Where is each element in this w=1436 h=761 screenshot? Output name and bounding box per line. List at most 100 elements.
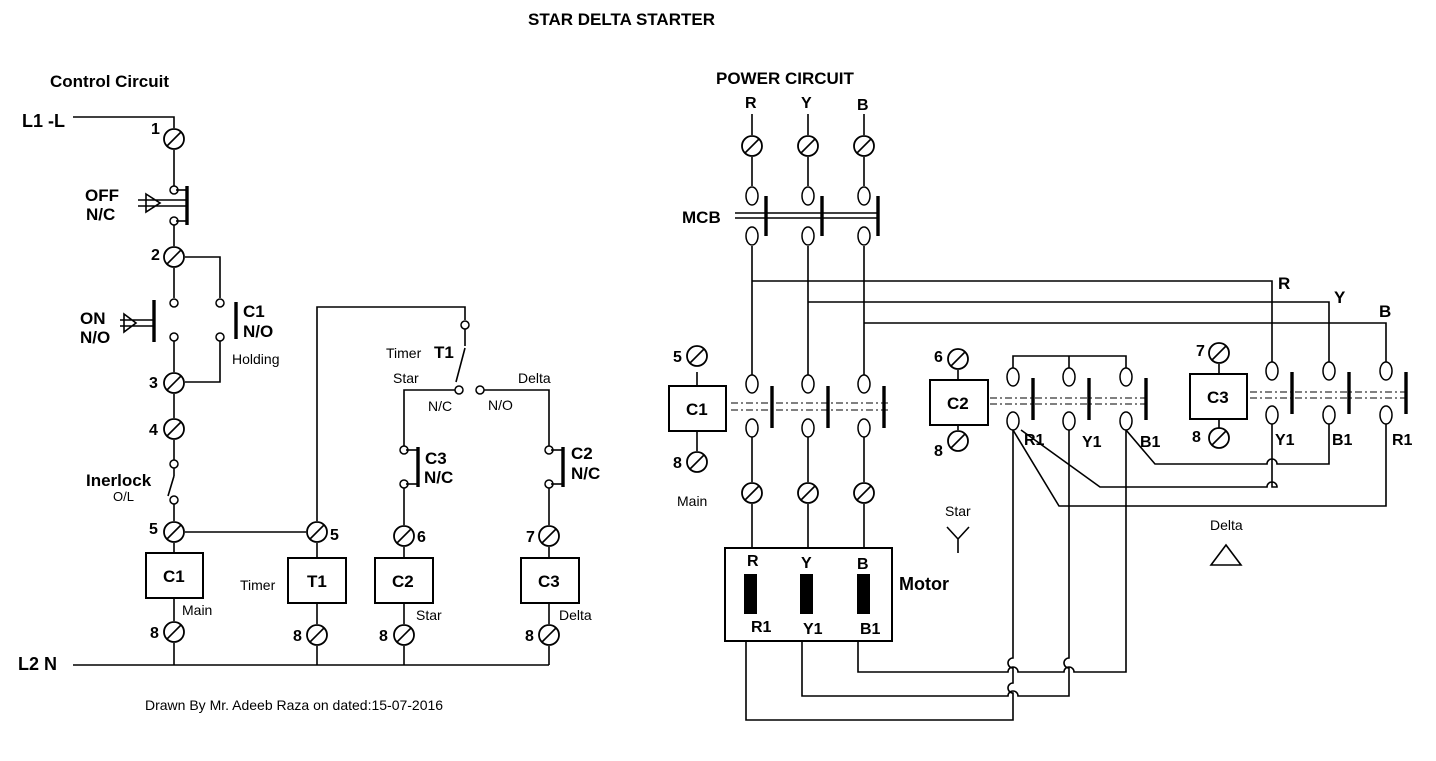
- c3-terminal-8-label: 8: [1192, 429, 1201, 446]
- terminal-8c-label: 8: [379, 628, 388, 645]
- winding-y: [800, 574, 813, 614]
- coil-c2-label: C2: [392, 572, 414, 591]
- overload-contact: [167, 459, 179, 505]
- terminal-8-t1: [306, 624, 328, 646]
- motor-terminal-b: [853, 482, 875, 504]
- terminal-1-label: 1: [151, 121, 160, 138]
- holding-no-label: N/O: [243, 322, 273, 341]
- terminal-8d-label: 8: [525, 628, 534, 645]
- coil-c1-label: C1: [163, 567, 185, 586]
- terminal-6-label: 6: [417, 529, 426, 546]
- terminal-5b-label: 5: [330, 527, 339, 544]
- phase-b-label: B: [857, 97, 869, 114]
- timer-switch: [454, 320, 485, 395]
- delta-contactor-c3: [1250, 361, 1410, 425]
- terminal-5-t1: [306, 521, 328, 543]
- terminal-6: [393, 525, 415, 547]
- c1-terminal-5-label: 5: [673, 349, 682, 366]
- terminal-2-label: 2: [151, 247, 160, 264]
- motor-label: Motor: [899, 574, 949, 594]
- c3-terminal-7: [1208, 342, 1230, 364]
- interlock-label: Inerlock: [86, 471, 152, 490]
- coil-c3-label: C3: [538, 572, 560, 591]
- terminal-2: [163, 246, 185, 268]
- terminal-5-label: 5: [149, 521, 158, 538]
- terminal-3: [163, 372, 185, 394]
- power-heading: POWER CIRCUIT: [716, 69, 855, 88]
- c3-b1-label: B1: [1332, 432, 1353, 449]
- coil-c1: [145, 552, 204, 599]
- l2-label: L2 N: [18, 654, 57, 674]
- terminal-4-label: 4: [149, 422, 158, 439]
- coil-c1-power-label: C1: [686, 400, 708, 419]
- c1-terminal-8: [686, 451, 708, 473]
- on-button: [120, 298, 179, 342]
- coil-main-label: Main: [182, 602, 212, 618]
- coil-timer-label: Timer: [240, 577, 276, 593]
- timer-switch-label: Timer: [386, 345, 422, 361]
- c3-terminal-7-label: 7: [1196, 343, 1205, 360]
- coil-star-label: Star: [416, 607, 442, 623]
- c3-interlock-label: C3: [425, 449, 447, 468]
- holding-c1-label: C1: [243, 302, 265, 321]
- mcb-label: MCB: [682, 208, 721, 227]
- c1-main-label: Main: [677, 493, 707, 509]
- terminal-8-c2: [393, 624, 415, 646]
- c3-y1-label: Y1: [1275, 432, 1295, 449]
- terminal-3-label: 3: [149, 375, 158, 392]
- c3-terminal-8: [1208, 427, 1230, 449]
- motor-terminal-y: [797, 482, 819, 504]
- supply-terminal-b: [853, 135, 875, 157]
- control-heading: Control Circuit: [50, 72, 169, 91]
- terminal-8a-label: 8: [150, 625, 159, 642]
- coil-c3-power-label: C3: [1207, 388, 1229, 407]
- footer-credit: Drawn By Mr. Adeeb Raza on dated:15-07-2…: [145, 697, 443, 713]
- coil-c2-power-label: C2: [947, 394, 969, 413]
- c2-terminal-6-label: 6: [934, 349, 943, 366]
- terminal-4: [163, 418, 185, 440]
- c2-b1-label: B1: [1140, 434, 1161, 451]
- motor-r1-label: R1: [751, 619, 772, 636]
- c2-interlock-label: C2: [571, 444, 593, 463]
- ol-label: O/L: [113, 489, 134, 504]
- terminal-1: [163, 128, 185, 150]
- coil-c3: [520, 557, 580, 604]
- mcb: [735, 186, 880, 246]
- terminal-8-c1: [163, 621, 185, 643]
- motor-y-label: Y: [801, 555, 812, 572]
- terminal-7-label: 7: [526, 529, 535, 546]
- l1-label: L1 -L: [22, 111, 65, 131]
- c2-terminal-8-label: 8: [934, 443, 943, 460]
- c3-nc-contact: [399, 445, 420, 489]
- winding-r: [744, 574, 757, 614]
- c2-y1-label: Y1: [1082, 434, 1102, 451]
- motor-y1-label: Y1: [803, 621, 823, 638]
- on-label: ON: [80, 309, 106, 328]
- holding-label: Holding: [232, 351, 279, 367]
- star-symbol-label: Star: [945, 503, 971, 519]
- delta-symbol-label: Delta: [1210, 517, 1243, 533]
- phase-y-label: Y: [801, 95, 812, 112]
- diagram-title: STAR DELTA STARTER: [528, 10, 715, 29]
- coil-t1-label: T1: [307, 572, 327, 591]
- bus-y-label: Y: [1334, 288, 1346, 307]
- power-circuit: POWER CIRCUIT R Y B MCB R: [668, 69, 1413, 721]
- off-button: [138, 185, 189, 226]
- terminal-8b-label: 8: [293, 628, 302, 645]
- coil-c3-power: [1189, 373, 1248, 420]
- delta-symbol: [1209, 543, 1243, 566]
- motor-terminal-r: [741, 482, 763, 504]
- motor-b-label: B: [857, 556, 869, 573]
- nc-switch-label: N/C: [428, 398, 452, 414]
- star-symbol: [946, 526, 970, 553]
- c2-nc-contact: [544, 445, 565, 489]
- control-circuit: Control Circuit L1 -L L2 N: [18, 72, 600, 713]
- no-switch-label: N/O: [488, 397, 513, 413]
- phase-r-label: R: [745, 95, 757, 112]
- coil-c1-power: [668, 385, 727, 432]
- c2-terminal-8: [947, 430, 969, 452]
- star-switch-label: Star: [393, 370, 419, 386]
- c1-terminal-8-label: 8: [673, 455, 682, 472]
- off-label: OFF: [85, 186, 119, 205]
